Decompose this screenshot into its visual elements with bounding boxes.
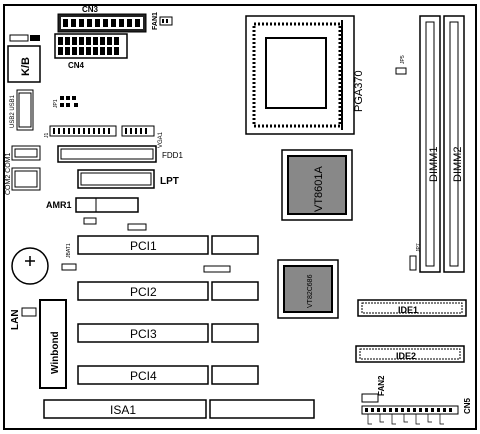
jumper-lan	[21, 307, 37, 317]
cn3-label: CN3	[82, 5, 99, 14]
northbridge-label: VT8601A	[313, 165, 325, 212]
com-label: COM2 COM1	[5, 153, 12, 196]
southbridge-chip	[277, 259, 339, 319]
usb-connector	[16, 89, 34, 131]
dimm2-label: DIMM2	[452, 147, 464, 182]
kb-label: K/B	[20, 57, 32, 76]
southbridge-label: VT82C686	[307, 274, 314, 308]
amr1-label: AMR1	[46, 200, 72, 210]
jbat1-label: JBAT1	[66, 243, 72, 258]
jp7-jumper	[409, 255, 417, 271]
northbridge-chip	[281, 149, 353, 221]
jp7-label: JP7	[416, 243, 422, 252]
vga1-header	[121, 125, 155, 137]
ide1-connector	[357, 299, 467, 317]
ide2-label: IDE2	[396, 351, 416, 361]
fdd1-label: FDD1	[162, 151, 183, 160]
pci4-slot	[77, 365, 259, 385]
lan-label: LAN	[10, 309, 21, 330]
jumper-amr	[83, 217, 97, 225]
pci3-slot	[77, 323, 259, 343]
fdd1-connector	[57, 145, 157, 163]
j1-label: J1	[44, 133, 50, 139]
ide2-connector	[355, 345, 465, 363]
jp1-label: JP1	[53, 99, 59, 108]
jumper-amr-2	[127, 223, 147, 231]
jbat1-jumper	[61, 263, 77, 271]
cn4-label: CN4	[68, 61, 85, 70]
usb-label: USB2 USB1	[10, 94, 16, 128]
fan1-header	[159, 16, 173, 26]
pci4-label: PCI4	[130, 369, 157, 383]
cn3-connector	[57, 13, 147, 33]
jumper-top-left	[9, 34, 29, 42]
isa1-slot	[43, 399, 315, 419]
cn4-connector	[54, 33, 128, 59]
jumper-pci	[203, 265, 231, 273]
pci1-slot	[77, 235, 259, 255]
cpu-socket	[245, 15, 355, 135]
dimm2-slot	[443, 15, 465, 273]
ide1-label: IDE1	[398, 305, 418, 315]
amr1-slot	[75, 197, 139, 213]
fan2-header	[361, 393, 379, 403]
kb-connector	[7, 45, 41, 83]
fan2-label: FAN2	[377, 375, 386, 396]
pci2-slot	[77, 281, 259, 301]
lpt-label: LPT	[160, 176, 179, 187]
dimm1-label: DIMM1	[428, 147, 440, 182]
vga1-label: VGA1	[158, 131, 164, 148]
jp5-label: JP5	[400, 55, 406, 64]
winbond-chip	[39, 299, 67, 389]
com-headers	[11, 145, 41, 191]
jp5-jumper	[395, 67, 407, 75]
pci3-label: PCI3	[130, 327, 157, 341]
lpt-connector	[77, 169, 155, 189]
dimm1-slot	[419, 15, 441, 273]
fan1-label: FAN1	[152, 12, 159, 30]
cpu-socket-label: PGA370	[353, 70, 365, 112]
pci2-label: PCI2	[130, 285, 157, 299]
cn5-label: CN5	[463, 397, 472, 414]
pci1-label: PCI1	[130, 239, 157, 253]
isa1-label: ISA1	[110, 403, 136, 417]
winbond-label: Winbond	[50, 331, 61, 374]
cn5-header	[361, 405, 459, 425]
jp1-jumpers	[60, 96, 78, 107]
